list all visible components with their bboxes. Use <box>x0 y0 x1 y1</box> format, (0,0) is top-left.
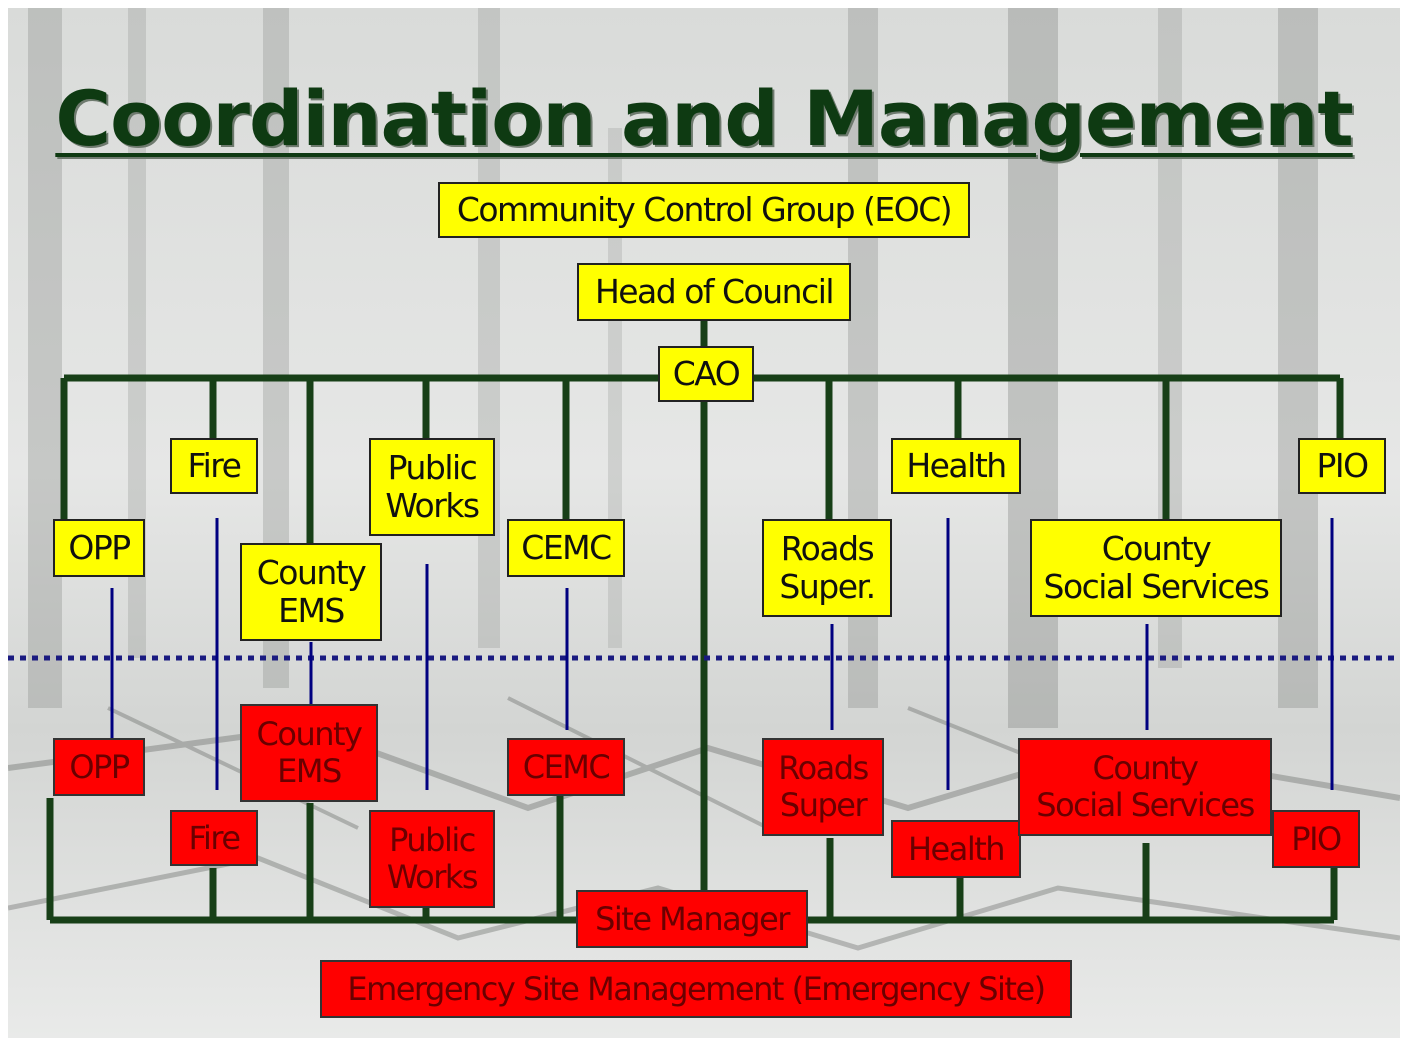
box-cemc: CEMC <box>507 519 625 577</box>
site-box-county-social-services: County Social Services <box>1018 738 1272 836</box>
site-box-fire: Fire <box>170 810 258 866</box>
site-box-health: Health <box>891 820 1021 878</box>
site-box-opp: OPP <box>53 738 145 796</box>
box-community-control-group: Community Control Group (EOC) <box>438 182 970 238</box>
box-cao: CAO <box>658 346 754 402</box>
slide: Coordination and Management Community Co… <box>8 8 1400 1038</box>
site-box-emergency-site-management: Emergency Site Management (Emergency Sit… <box>320 960 1072 1018</box>
site-box-roads-super: Roads Super <box>762 738 884 836</box>
site-box-cemc: CEMC <box>507 738 625 796</box>
box-health: Health <box>891 438 1021 494</box>
link-lines <box>110 518 1334 790</box>
box-fire: Fire <box>170 438 258 494</box>
page-title: Coordination and Management <box>55 74 1353 163</box>
site-box-pio: PIO <box>1272 810 1360 868</box>
site-box-site-manager: Site Manager <box>576 890 808 948</box>
site-box-county-ems: County EMS <box>240 704 378 802</box>
box-county-ems: County EMS <box>240 543 382 641</box>
box-opp: OPP <box>53 519 145 577</box>
box-roads-super: Roads Super. <box>762 519 892 617</box>
box-county-social-services: County Social Services <box>1030 519 1282 617</box>
box-public-works: Public Works <box>369 438 495 536</box>
site-box-public-works: Public Works <box>369 810 495 908</box>
box-pio: PIO <box>1298 438 1386 494</box>
box-head-of-council: Head of Council <box>577 263 851 321</box>
